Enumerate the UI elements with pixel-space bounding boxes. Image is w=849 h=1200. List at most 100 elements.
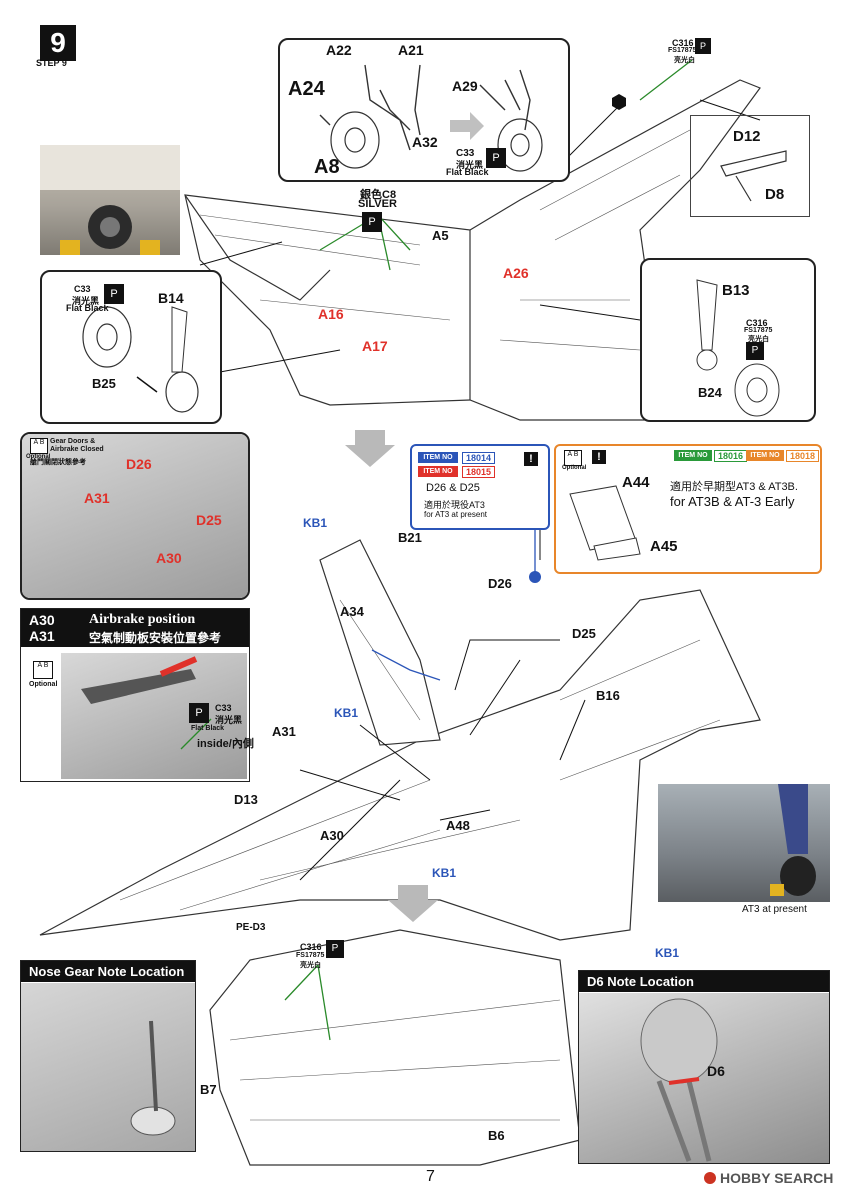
- item-parts: D26 & D25: [426, 482, 480, 494]
- paint-code: C33: [456, 148, 475, 159]
- part-label: D25: [196, 512, 222, 528]
- item-label: ITEM NO: [418, 452, 458, 463]
- airbrake-box: A30 A31 Airbrake position 空氣制動板安裝位置參考 A …: [20, 608, 254, 782]
- item-cn: 適用於現役AT3: [424, 500, 485, 510]
- part-label: A16: [318, 306, 344, 322]
- part-label: B24: [698, 385, 722, 400]
- part-label: A29: [452, 78, 478, 94]
- paint-cn: 亮光白: [748, 336, 769, 343]
- left-gear-drawing: [82, 306, 199, 413]
- part-label: KB1: [334, 706, 359, 720]
- item-number: 18018: [786, 450, 820, 462]
- part-label: A26: [503, 265, 529, 281]
- paint-code: C316: [300, 942, 322, 952]
- note-text: Gear Doors &: [50, 438, 96, 445]
- item-en: for AT3 at present: [424, 510, 487, 519]
- item-label: ITEM NO: [674, 450, 712, 461]
- part-a44-drawing: [569, 485, 641, 561]
- right-gear-drawing: [696, 279, 780, 417]
- right-gear-inset: B13 C316 FS17875 亮光白 P B24: [640, 258, 816, 422]
- strut-drawing: [720, 150, 787, 202]
- paint-cn: 消光黑: [456, 160, 484, 170]
- part-label: A30: [29, 612, 55, 628]
- item-box-2: A B Optional ! ITEM NO 18016 ITEM NO 180…: [554, 444, 822, 574]
- item-cn: 適用於早期型AT3 & AT3B.: [670, 481, 798, 493]
- arrow-right: [450, 112, 484, 140]
- part-label: A32: [412, 134, 438, 150]
- part-label: A31: [272, 724, 296, 739]
- part-label: D12: [733, 128, 761, 145]
- part-label: D8: [765, 186, 785, 203]
- down-arrow: [388, 885, 438, 922]
- paint-cn: 消光黑: [72, 296, 100, 306]
- item-label: ITEM NO: [418, 466, 458, 477]
- optional-icon: A B: [33, 661, 53, 679]
- paint-icon: P: [746, 342, 764, 360]
- paint-fs: FS17875: [744, 327, 773, 334]
- paint-fs: FS17875: [668, 47, 697, 54]
- paint-cn: 消光黑: [215, 715, 243, 725]
- note-text: 艙門關閉狀態參考: [30, 459, 86, 466]
- part-label: D26: [126, 456, 152, 472]
- airbrake-drawing: [81, 656, 212, 750]
- paint-icon: P: [486, 148, 506, 168]
- item-number: 18015: [462, 466, 496, 478]
- hex-marker: [612, 94, 626, 110]
- item-box-1: ITEM NO 18014 ITEM NO 18015 ! D26 & D25 …: [410, 444, 550, 530]
- part-label: B6: [488, 1128, 505, 1143]
- part-label: A30: [156, 550, 182, 566]
- part-label: A21: [398, 42, 424, 58]
- airbrake-title-cn: 空氣制動板安裝位置參考: [89, 631, 222, 645]
- paint-code: C33: [74, 284, 91, 294]
- part-label: B7: [200, 1082, 217, 1097]
- paint-icon: P: [695, 38, 711, 54]
- optional-label: Optional: [26, 454, 51, 460]
- note-title: D6 Note Location: [579, 971, 829, 992]
- airbrake-title: Airbrake position: [89, 612, 196, 627]
- nose-strut-inset: D12 D8: [690, 115, 810, 217]
- pe-label: PE-D3: [236, 922, 266, 933]
- part-label: A31: [29, 628, 55, 644]
- watermark: HOBBY SEARCH: [720, 1170, 834, 1186]
- warning-icon: !: [592, 450, 606, 464]
- main-gear-inset: A22 A21 A24 A29 A32 A8 C33 消光黑 Flat Blac…: [278, 38, 570, 182]
- part-label: B25: [92, 376, 116, 391]
- page-number: 7: [426, 1168, 435, 1185]
- left-gear-inset: C33 消光黑 Flat Black P B14 B25: [40, 270, 222, 424]
- optional-label: Optional: [29, 681, 58, 688]
- paint-code: C316: [746, 318, 768, 328]
- gear-doors-note: A B Optional Gear Doors & Airbrake Close…: [20, 432, 250, 600]
- reference-photo-at3: [658, 784, 830, 902]
- d6-drawing: [640, 998, 718, 1162]
- step-number: 9: [40, 25, 76, 61]
- paint-en: SILVER: [358, 198, 397, 210]
- part-label: KB1: [655, 946, 680, 960]
- paint-code: C316: [672, 38, 694, 48]
- paint-en: Flat Black: [66, 303, 109, 313]
- part-label: A8: [314, 156, 340, 178]
- part-label: B21: [398, 530, 422, 545]
- part-label: D26: [488, 576, 512, 591]
- blue-marker-dot: [529, 571, 541, 583]
- step-label: STEP 9: [36, 58, 67, 68]
- item-label: ITEM NO: [746, 450, 784, 461]
- part-label: D6: [707, 1063, 725, 1079]
- part-label: B14: [158, 290, 184, 306]
- paint-en: Flat Black: [446, 167, 489, 177]
- part-label: A22: [326, 42, 352, 58]
- nose-gear-drawing: [130, 1020, 176, 1136]
- inside-label: inside/內側: [197, 738, 254, 750]
- photo-drawing: [770, 784, 816, 896]
- part-label: A5: [432, 228, 449, 243]
- item-en: for AT3B & AT-3 Early: [670, 494, 795, 509]
- part-label: A31: [84, 490, 110, 506]
- note-text: Airbrake Closed: [50, 446, 104, 453]
- part-label: A45: [650, 538, 678, 555]
- optional-icon: A B: [564, 450, 582, 466]
- part-label: B13: [722, 282, 750, 299]
- warning-icon: !: [524, 452, 538, 466]
- part-label: KB1: [432, 866, 457, 880]
- main-gear-drawing: [319, 64, 543, 172]
- part-label: A30: [320, 828, 344, 843]
